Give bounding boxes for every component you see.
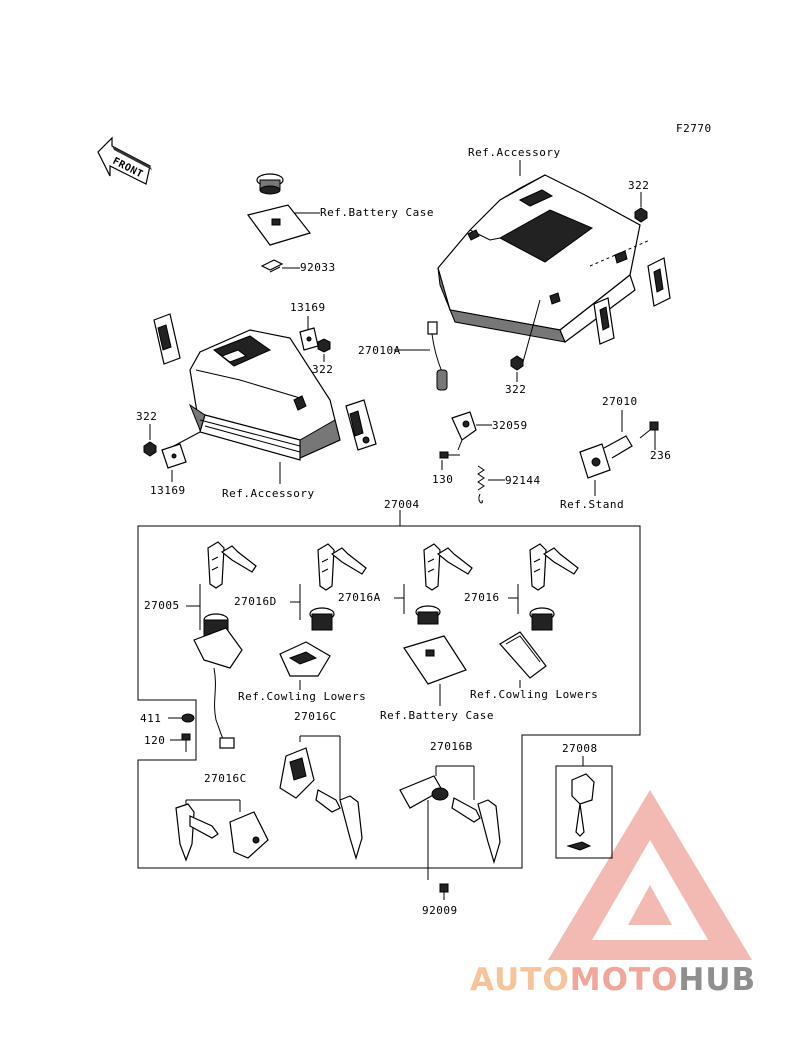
fuel-cap-icon	[256, 173, 284, 195]
ref-accessory-top: Ref.Accessory	[468, 146, 561, 159]
watermark-brand: AUTOMOTOHUB	[470, 962, 756, 998]
key-pair-icon	[317, 543, 367, 591]
part-236: 236	[650, 449, 671, 462]
part-322-a: 322	[628, 179, 649, 192]
ignition-switch-icon	[193, 613, 243, 749]
part-32059: 32059	[492, 419, 528, 432]
lock-cylinder-icon	[415, 605, 441, 625]
side-case-icon	[153, 313, 377, 461]
cowling-panel-icon	[499, 631, 547, 679]
part-27016A: 27016A	[338, 591, 381, 604]
watermark-part-hub: HUB	[678, 962, 757, 998]
part-322-d: 322	[136, 410, 157, 423]
key-pair-icon	[423, 543, 473, 591]
ref-stand: Ref.Stand	[560, 498, 624, 511]
part-27016C-a: 27016C	[294, 710, 337, 723]
plate-icon	[299, 327, 319, 351]
stand-switch-icon	[579, 435, 633, 479]
key-pair-icon	[451, 797, 501, 865]
battery-case-lid-icon	[403, 635, 467, 685]
nut-icon	[317, 338, 331, 353]
ref-cowling-lowers-a: Ref.Cowling Lowers	[238, 690, 366, 703]
key-pair-icon	[315, 789, 363, 861]
part-27004: 27004	[384, 498, 420, 511]
watermark-part-moto: MOTO	[569, 962, 679, 998]
part-411: 411	[140, 712, 161, 725]
key-pair-icon	[175, 803, 219, 862]
battery-case-lid-icon	[246, 204, 312, 246]
key-blank-frame	[555, 765, 613, 859]
ref-accessory-left: Ref.Accessory	[222, 487, 315, 500]
clip-icon	[260, 259, 284, 273]
screw-icon	[639, 421, 659, 439]
nut-icon	[143, 441, 157, 457]
part-322-c: 322	[312, 363, 333, 376]
kit-outline	[137, 525, 641, 869]
part-92144: 92144	[505, 474, 541, 487]
part-27010: 27010	[602, 395, 638, 408]
ref-battery-case-box: Ref.Battery Case	[380, 709, 494, 722]
part-92009: 92009	[422, 904, 458, 917]
part-27016: 27016	[464, 591, 500, 604]
part-130: 130	[432, 473, 453, 486]
rear-trunk-icon	[437, 174, 671, 345]
part-27016C-b: 27016C	[204, 772, 247, 785]
lock-assembly-icon	[279, 747, 315, 799]
ref-cowling-lowers-b: Ref.Cowling Lowers	[470, 688, 598, 701]
part-120: 120	[144, 734, 165, 747]
washer-icon	[181, 713, 195, 723]
key-pair-icon	[207, 541, 257, 589]
part-13169-a: 13169	[290, 301, 326, 314]
switch-wire-icon	[427, 321, 448, 391]
part-27005: 27005	[144, 599, 180, 612]
front-arrow-icon: FRONT	[97, 136, 152, 185]
cowling-bracket-icon	[279, 641, 331, 677]
key-pair-icon	[529, 543, 579, 591]
key-blank-icon	[566, 773, 595, 851]
part-13169-b: 13169	[150, 484, 186, 497]
seat-lock-icon	[399, 775, 449, 809]
bolt-icon	[439, 451, 460, 459]
ref-battery-case-top: Ref.Battery Case	[320, 206, 434, 219]
bracket-icon	[451, 411, 477, 451]
part-27016B: 27016B	[430, 740, 473, 753]
part-27008: 27008	[562, 742, 598, 755]
nut-icon	[510, 355, 524, 371]
part-27010A: 27010A	[358, 344, 401, 357]
bolt-icon	[439, 883, 449, 900]
lock-assembly-icon	[229, 811, 269, 859]
nut-icon	[634, 207, 648, 223]
part-92033: 92033	[300, 261, 336, 274]
lock-cylinder-icon	[529, 607, 555, 631]
part-322-b: 322	[505, 383, 526, 396]
bolt-icon	[181, 733, 191, 752]
part-27016D: 27016D	[234, 595, 277, 608]
plate-icon	[161, 443, 187, 469]
lock-cylinder-icon	[309, 607, 335, 631]
spring-icon	[477, 465, 485, 504]
watermark-triangle-icon	[548, 790, 752, 960]
watermark-part-auto: AUTO	[470, 962, 570, 998]
diagram-code: F2770	[676, 122, 712, 135]
